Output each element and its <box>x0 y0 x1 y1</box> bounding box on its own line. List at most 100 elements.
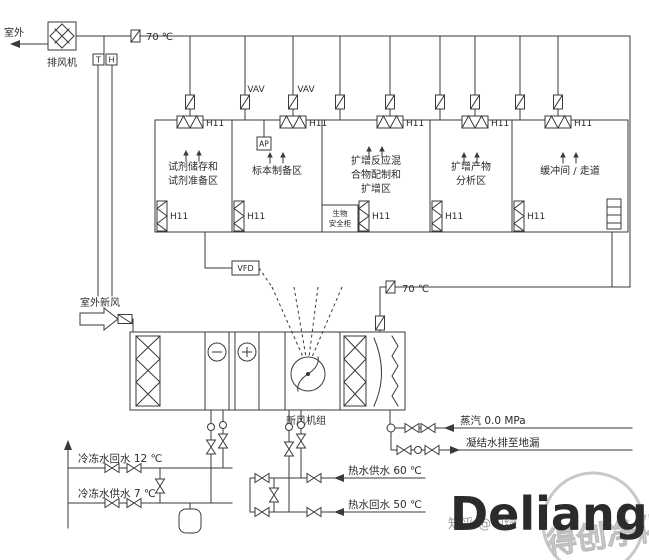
cooling-coil-icon <box>207 342 227 362</box>
hepa-label: H11 <box>170 212 188 222</box>
valve-icon <box>269 487 279 503</box>
room-amplification-line1: 扩增反应混 <box>351 154 401 167</box>
hot-return-label: 热水回水 50 ℃ <box>348 498 422 511</box>
exhaust-fan-icon <box>10 21 77 51</box>
condensate-line: 凝结水排至地漏 <box>390 431 633 455</box>
room-labels: 试剂储存和 试剂准备区 标本制备区 扩增反应混 合物配制和 扩增区 扩增产物 分… <box>168 154 600 195</box>
gauge-icon <box>414 446 422 454</box>
gauge-icon <box>219 421 227 429</box>
ahu-final-filter-icon <box>343 335 367 407</box>
room-specimen-line1: 标本制备区 <box>252 164 302 177</box>
hepa-filter-icon <box>544 115 572 129</box>
temp-humidity-sensors: T H <box>92 35 118 297</box>
watermark-area: 知乎 @中绿 得创净化 Deliang <box>448 471 649 560</box>
hot-supply-label: 热水供水 60 ℃ <box>348 464 422 477</box>
hepa-filter-icon <box>513 200 525 232</box>
damper-icon <box>375 315 385 331</box>
fresh-air-label: 室外新风 <box>80 296 120 309</box>
valve-icon <box>420 423 436 433</box>
return-temp-label: 70 ℃ <box>402 284 429 295</box>
return-temp-sensor-icon <box>385 280 396 294</box>
hepa-filter-icon <box>233 200 245 232</box>
airflow-arrow-icon <box>279 151 287 164</box>
room-amplification-line2: 合物配制和 <box>351 168 401 181</box>
expansion-tank-icon <box>178 508 202 534</box>
gauge-icon <box>297 421 305 429</box>
ahu-label: 新风机组 <box>286 414 326 427</box>
hepa-label: H11 <box>372 212 390 222</box>
damper-icon <box>335 94 345 110</box>
valve-icon <box>424 445 440 455</box>
hepa-filter-icon <box>376 115 404 129</box>
fresh-air-arrow-icon <box>79 306 119 332</box>
flow-arrow-icon <box>334 508 344 516</box>
room-reagent-line1: 试剂储存和 <box>168 160 218 173</box>
vav-label-2: VAV <box>297 85 315 95</box>
hepa-filter-icon <box>431 200 443 232</box>
steam-line: 蒸汽 0.0 MPa <box>386 414 633 433</box>
vfd-controls: VFD <box>204 231 343 358</box>
valve-icon <box>306 507 322 517</box>
duct-temp-label: 70 ℃ <box>146 32 173 43</box>
hepa-label: H11 <box>309 119 327 129</box>
damper-icon <box>435 94 445 110</box>
valve-icon <box>404 423 420 433</box>
condensate-label: 凝结水排至地漏 <box>466 436 540 449</box>
valve-icon <box>284 441 294 457</box>
hepa-filter-icon <box>156 200 168 232</box>
chilled-supply-label: 冷冻水供水 7 ℃ <box>78 487 156 500</box>
flow-arrow-icon <box>334 474 344 482</box>
sensor-t-label: T <box>95 56 101 65</box>
valve-icon <box>206 439 216 455</box>
exhaust-fan-label: 排风机 <box>47 56 77 69</box>
exhaust-duct-section: 室外 排风机 T H 70 ℃ <box>4 21 631 297</box>
airflow-arrow-icon <box>559 151 567 164</box>
valve-icon <box>396 445 412 455</box>
room-analysis-line2: 分析区 <box>456 174 486 187</box>
gauge-icon <box>285 423 293 431</box>
hepa-filter-icon <box>279 115 307 129</box>
valve-icon <box>296 433 306 449</box>
valve-icon <box>254 473 270 483</box>
airflow-arrow-icon <box>572 151 580 164</box>
hepa-filter-icon <box>358 200 370 232</box>
return-duct-section: 70 ℃ <box>375 231 631 333</box>
damper-icon <box>385 94 395 110</box>
damper-icon <box>117 314 133 324</box>
gauge-icon <box>207 423 215 431</box>
fresh-air-intake: 室外新风 <box>79 296 134 333</box>
duct-temp-sensor-icon <box>130 29 141 43</box>
zhihu-watermark: 知乎 @中绿 <box>448 516 517 532</box>
flow-arrow-icon <box>450 446 460 454</box>
room-amplification-line3: 扩增区 <box>361 182 391 195</box>
hepa-label: H11 <box>206 119 224 129</box>
room-analysis-line1: 扩增产物 <box>451 160 491 173</box>
sensor-h-label: H <box>108 56 114 65</box>
hepa-label: H11 <box>445 212 463 222</box>
damper-icon <box>515 94 525 110</box>
hepa-label: H11 <box>406 119 424 129</box>
flow-arrow-icon <box>64 440 72 450</box>
ahu-unit: 新风机组 <box>129 331 406 427</box>
brand-logo: Deliang <box>450 487 648 541</box>
valve-icon <box>254 507 270 517</box>
valve-icon <box>155 478 165 494</box>
humidifier-section-icon <box>373 335 399 407</box>
valve-icon <box>306 473 322 483</box>
piping-section: 蒸汽 0.0 MPa 凝结水排至地漏 冷冻水回水 12 ℃ 冷冻水供水 7 ℃ <box>64 409 633 534</box>
ap-label: AP <box>259 140 269 149</box>
outdoor-arrow-icon <box>10 40 20 48</box>
room-block: H11 H11 H11 H11 H11 AP 试剂储存和 试剂准备区 标本制备区… <box>154 115 629 233</box>
ahu-prefilter-icon <box>135 335 161 407</box>
room-reagent-line2: 试剂准备区 <box>168 174 218 187</box>
hepa-label: H11 <box>491 119 509 129</box>
heating-coil-icon <box>237 342 257 362</box>
hepa-filter-icon <box>176 115 204 129</box>
vav-label-1: VAV <box>247 85 265 95</box>
airflow-arrow-icon <box>182 149 190 162</box>
steam-trap-icon <box>386 423 396 433</box>
valve-icon <box>218 433 228 449</box>
seal-circle-icon <box>541 471 645 560</box>
damper-icon <box>240 94 250 110</box>
